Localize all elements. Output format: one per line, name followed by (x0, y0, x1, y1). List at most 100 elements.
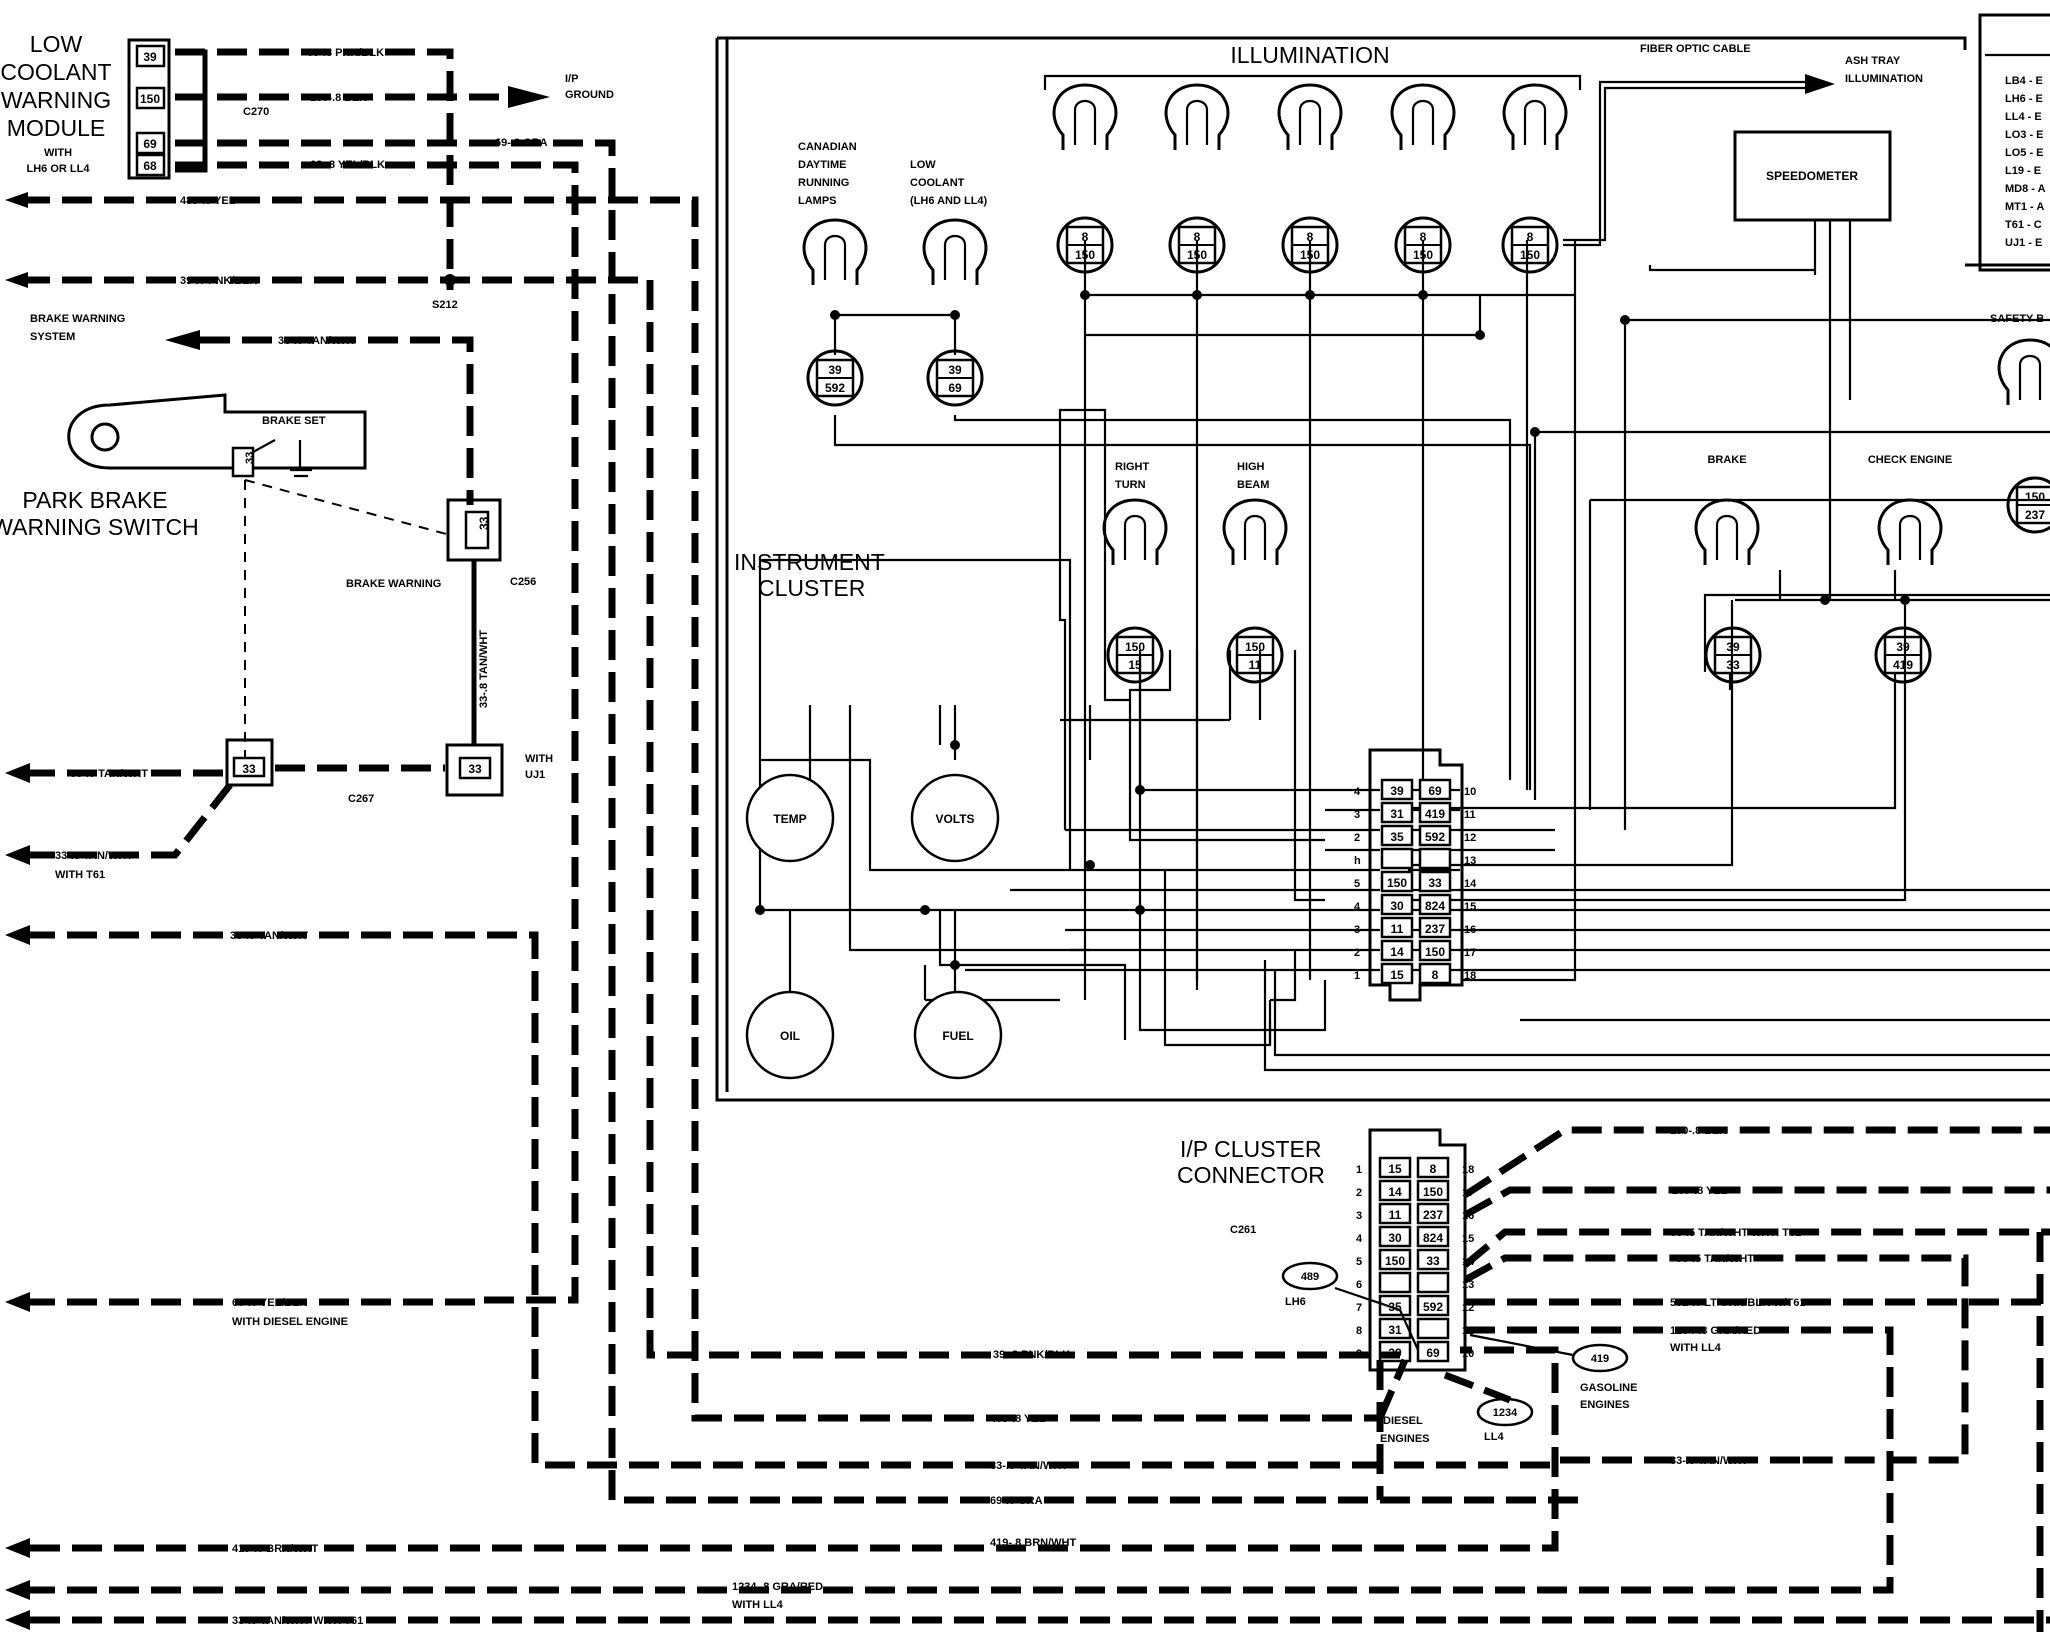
socket-pin-top: 39 (1726, 640, 1740, 654)
module-note-1: WITH (44, 147, 72, 159)
callout-gasoline-2: ENGINES (1580, 1399, 1630, 1411)
socket-pin-top: 8 (1307, 230, 1314, 244)
connector-pin: 8 (1432, 968, 1439, 982)
connector-pin: 11 (1391, 922, 1404, 936)
pin-number: 7 (1356, 1302, 1362, 1314)
wire-label-69-gra: 69-.8 GRA (495, 137, 548, 149)
connector-pin: 15 (1388, 1162, 1402, 1176)
low-coolant-module: LOW COOLANT WARNING MODULE WITH LH6 OR L… (0, 31, 269, 180)
module-connector-body (127, 38, 171, 180)
pin-number: 9 (1356, 1348, 1362, 1360)
legend-item: LB4 - E (2005, 75, 2043, 87)
legend-list: LB4 - E LH6 - E LL4 - E LO3 - E LO5 - E … (2005, 75, 2046, 249)
right-wire-2: 237-.8 YEL (1672, 1185, 1728, 1197)
legend-item: UJ1 - E (2005, 237, 2042, 249)
legend-item: LO5 - E (2005, 147, 2044, 159)
right-wire-4: 33-.5 TAN/WHT (1676, 1253, 1754, 1265)
gauge-label: OIL (780, 1029, 800, 1043)
pin-number: 13 (1462, 1279, 1474, 1291)
connector-pin: 35 (1390, 830, 1404, 844)
gauge-oil: OIL (745, 990, 835, 1080)
socket-pin-bottom: 592 (825, 381, 845, 395)
socket-pin-bottom: 237 (2025, 508, 2045, 522)
vertical-wire-label: 33-.8 TAN/WHT (478, 630, 490, 708)
connector-pin: 15 (1390, 968, 1404, 982)
right-wire-6: 1234-.8 GRA/RED (1670, 1325, 1761, 1337)
ip-connector-title-1: I/P CLUSTER (1180, 1136, 1321, 1162)
park-brake-title-1: PARK BRAKE (22, 487, 167, 513)
cluster-title-1: INSTRUMENT (734, 549, 885, 575)
socket-pin-top: 39 (828, 363, 842, 377)
splice-s212-dot (444, 274, 456, 286)
high-beam-1: HIGH (1237, 461, 1265, 473)
connector-pin: 824 (1423, 1231, 1443, 1245)
brake-warning-label: BRAKE WARNING (346, 578, 441, 590)
callout-419: 419 (1591, 1353, 1609, 1365)
connector-pin: 14 (1388, 1185, 1402, 1199)
lamp-symbol (1277, 83, 1343, 150)
pin-number: 11 (1464, 809, 1476, 821)
bottom-wire-7-with: WITH LL4 (732, 1599, 784, 1611)
connector-pin: 11 (1389, 1208, 1402, 1222)
connector-pin: 150 (1425, 945, 1445, 959)
callout-489: 489 (1301, 1271, 1319, 1283)
lamp-symbol (1502, 83, 1568, 150)
module-title-2: COOLANT (0, 59, 111, 85)
connector-pin: 33 (1426, 1254, 1440, 1268)
connector-pin: 30 (1390, 899, 1404, 913)
connector-pin: 69 (1426, 1346, 1440, 1360)
brake-lamp-label: BRAKE (1707, 454, 1746, 466)
lamp-symbol (1052, 83, 1118, 150)
callout-gasoline-1: GASOLINE (1580, 1382, 1637, 1394)
pin-number: 3 (1356, 1210, 1362, 1222)
gauge-fuel: FUEL (913, 990, 1003, 1080)
bottom-wiring: 39-.8 PNK/BLK 489-.8 YEL 33-.5 TAN/WHT 6… (5, 1346, 2050, 1630)
pin-number: 5 (1356, 1256, 1362, 1268)
gauge-volts: VOLTS (910, 773, 1000, 863)
lamp-symbols (802, 83, 2050, 565)
connector-pin: 31 (1388, 1323, 1402, 1337)
right-wire-6-with: WITH LL4 (1670, 1342, 1722, 1354)
socket-pin-top: 8 (1420, 230, 1427, 244)
wire-label-68-yel-blk: 68-.8 YEL/BLK (310, 159, 385, 171)
pin-number: 1 (1354, 970, 1360, 982)
socket-pin-bottom: 33 (1726, 658, 1740, 672)
pin-number: 10 (1464, 786, 1476, 798)
lamp-symbol (1390, 83, 1456, 150)
connector-pin: 150 (1387, 876, 1407, 890)
connector-pin: 69 (1428, 784, 1442, 798)
right-wire-5: 592-.8 LT GRN/BLK W/T61 (1670, 1297, 1805, 1309)
left-wire-4-with: WITH DIESEL ENGINE (232, 1316, 348, 1328)
module-pin-150: 150 (140, 92, 160, 106)
pin-number: 15 (1462, 1233, 1474, 1245)
left-wire-3: 33-.5 TAN/WHT (230, 930, 308, 942)
pin-number: 18 (1462, 1164, 1474, 1176)
left-wire-2: 33-.5 TAN/WHT (55, 850, 133, 862)
pin-number: 2 (1354, 832, 1360, 844)
module-title-1: LOW (30, 31, 83, 57)
left-wire-2-with: WITH T61 (55, 869, 105, 881)
c267-pin-right: 33 (468, 762, 482, 776)
callout-lh6: LH6 (1285, 1296, 1306, 1308)
ip-connector-title-2: CONNECTOR (1177, 1162, 1325, 1188)
legend-item: T61 - C (2005, 219, 2042, 231)
park-brake-title-2: WARNING SWITCH (0, 514, 199, 540)
junction-dots (755, 290, 1910, 970)
gauge-label: FUEL (942, 1029, 973, 1043)
wire-label-33-tan-wht-brake: 33-.8 TAN/WHT (278, 335, 356, 347)
illumination-label: ILLUMINATION (1230, 42, 1389, 68)
module-pin-39: 39 (143, 50, 157, 64)
wire-label-150-blk: 150-.8 BLK (310, 92, 367, 104)
brake-warning-system-2: SYSTEM (30, 331, 75, 343)
pin-number: 3 (1354, 924, 1360, 936)
right-turn-1: RIGHT (1115, 461, 1150, 473)
canadian-2: DAYTIME (798, 159, 847, 171)
pin-number: 3 (1354, 809, 1360, 821)
park-brake-switch: BRAKE SET 33 PARK BRAKE WARNING SWITCH (0, 393, 451, 760)
bottom-wire-3: 33-.5 TAN/WHT (990, 1460, 1068, 1472)
pin-number: h (1354, 855, 1361, 867)
